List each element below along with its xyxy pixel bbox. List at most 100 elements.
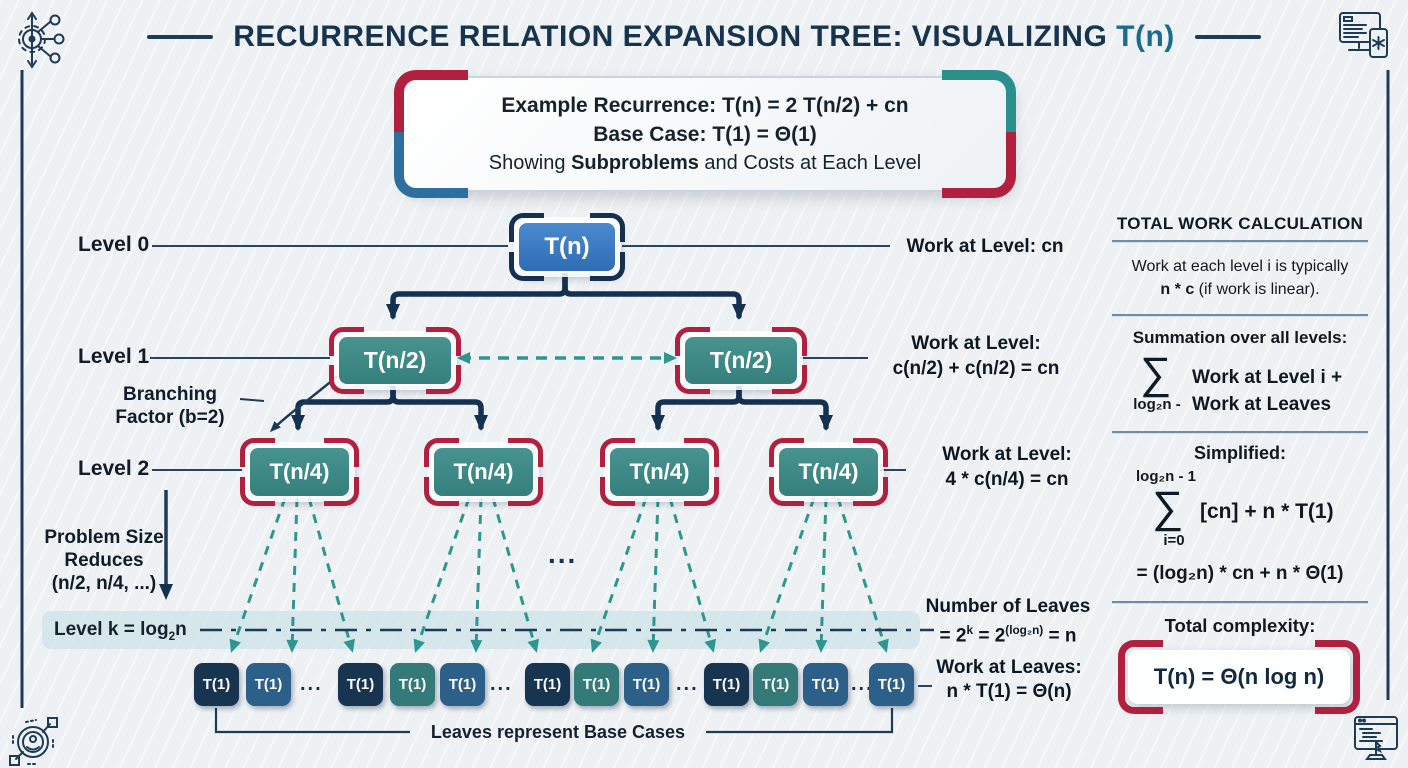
node-bracket: [675, 365, 710, 394]
title-right-dash: [1194, 35, 1261, 39]
node-bracket: [329, 327, 364, 356]
work-level-2: Work at Level: 4 * c(n/4) = cn: [912, 442, 1102, 492]
simplified-rest: + n * T(1): [1238, 500, 1334, 523]
header-corner-top-left: [394, 70, 468, 136]
leaf-label: T(1): [448, 676, 477, 693]
work-level-1: Work at Level: c(n/2) + c(n/2) = cn: [872, 331, 1080, 381]
page-title-text: RECURRENCE RELATION EXPANSION TREE: VISU…: [233, 20, 1117, 53]
number-of-leaves-formula: = 2k = 2(log₂n) = n: [922, 619, 1094, 648]
node-bracket: [590, 213, 625, 242]
panel-intro: Work at each level i is typically n * c …: [1104, 255, 1376, 301]
level-k-label: Level k = log2n: [54, 619, 187, 643]
leaf-label: T(1): [761, 676, 790, 693]
leaf-label: T(1): [346, 676, 375, 693]
level-1-label: Level 1: [78, 345, 150, 368]
level-2-label: Level 2: [78, 457, 150, 480]
sigma2-upper-limit: log₂n - 1: [1136, 468, 1196, 485]
work-level-0-label: Work at Level:: [906, 236, 1042, 257]
node-bracket: [329, 365, 364, 394]
panel-divider: [1112, 314, 1368, 317]
sigma2-symbol: ∑: [1152, 483, 1184, 532]
root-connectors: [386, 269, 746, 320]
leaf-node: T(1): [624, 663, 669, 706]
total-complexity-formula: T(n) = Θ(n log n): [1153, 664, 1325, 689]
page-title: RECURRENCE RELATION EXPANSION TREE: VISU…: [233, 20, 1175, 54]
work-at-leaves-title: Work at Leaves:: [936, 657, 1082, 678]
node-bracket: [509, 252, 544, 281]
formula-sup: k: [966, 624, 974, 637]
level-k-post: n: [175, 619, 187, 640]
work-at-leaves: Work at Leaves: n * T(1) = Θ(n): [925, 656, 1093, 704]
formula-part: = 2: [939, 625, 967, 647]
panel-title: TOTAL WORK CALCULATION: [1116, 214, 1364, 233]
leaf-ellipsis: ...: [851, 673, 874, 695]
panel-intro-rest: (if work is linear).: [1194, 281, 1320, 298]
leaf-label: T(1): [254, 676, 283, 693]
leaf-node: T(1): [338, 663, 383, 706]
summation-body: Work at Level i + Work at Leaves: [1192, 364, 1378, 418]
level-k-pre: Level k = log: [54, 619, 169, 640]
problem-size-line3: (n/2, n/4, ...): [51, 573, 157, 594]
recurrence-formula: Example Recurrence: T(n) = 2 T(n/2) + cn: [501, 93, 909, 117]
node-bracket: [426, 365, 461, 394]
summation-line2: Work at Leaves: [1192, 394, 1332, 415]
leaf-label: T(1): [202, 676, 231, 693]
summation-caption: Summation over all levels:: [1132, 328, 1348, 347]
leaf-node: T(1): [803, 663, 848, 706]
header-subtitle: Showing Subproblems and Costs at Each Le…: [489, 149, 921, 178]
subtitle-bold: Subproblems: [571, 151, 699, 174]
work-level-1-label: Work at Level:: [911, 333, 1041, 354]
work-level-2-value: 4 * c(n/4) = cn: [945, 469, 1069, 490]
leaf-node: T(1): [869, 663, 914, 706]
work-level-0: Work at Level: cn: [880, 234, 1090, 259]
branching-arrow: [239, 371, 343, 433]
leaf-label: T(1): [632, 676, 661, 693]
panel-divider: [1112, 601, 1368, 604]
leaf-node: T(1): [246, 663, 291, 706]
tree-node-l2-3-label: T(n/4): [629, 459, 690, 484]
tree-node-root-label: T(n): [544, 233, 590, 260]
formula-sup: (log₂n): [1005, 624, 1044, 637]
tree-node-l2-2: T(n/4): [424, 438, 543, 506]
header-corner-top-right: [942, 70, 1016, 136]
leaf-ellipsis: ...: [300, 673, 323, 695]
number-of-leaves-title: Number of Leaves: [925, 596, 1091, 617]
simplified-caption: Simplified:: [1193, 443, 1286, 463]
work-level-2-label: Work at Level:: [942, 444, 1072, 465]
branching-line2: Factor (b=2): [115, 407, 225, 428]
work-at-leaves-value: n * T(1) = Θ(n): [946, 681, 1072, 702]
sigma-symbol: ∑: [1140, 349, 1172, 398]
problem-size-note: Problem Size Reduces (n/2, n/4, ...): [40, 526, 168, 595]
problem-size-line1: Problem Size: [44, 527, 164, 548]
panel-divider: [1112, 240, 1368, 243]
simplified-body: [cn] + n * T(1): [1200, 500, 1360, 524]
leaves-caption: Leaves represent Base Cases: [430, 722, 686, 742]
header-corner-bottom-right: [942, 132, 1016, 198]
leaf-node: T(1): [390, 663, 435, 706]
level-0-label: Level 0: [78, 233, 150, 256]
node-bracket: [675, 327, 710, 356]
leaf-node: T(1): [440, 663, 485, 706]
monitor-code-icon: [1352, 714, 1402, 768]
number-of-leaves: Number of Leaves = 2k = 2(log₂n) = n: [922, 595, 1094, 648]
subtitle-pre: Showing: [488, 151, 572, 174]
leaf-label: T(1): [712, 676, 741, 693]
problem-size-line2: Reduces: [64, 550, 144, 571]
node-bracket: [772, 327, 807, 356]
page-title-row: RECURRENCE RELATION EXPANSION TREE: VISU…: [0, 20, 1408, 54]
formula-part: = n: [1043, 625, 1077, 647]
summation-line1: Work at Level i +: [1192, 367, 1343, 388]
work-level-0-value: cn: [1041, 236, 1064, 257]
title-left-dash: [147, 35, 214, 39]
leaf-label: T(1): [398, 676, 427, 693]
tree-ellipsis: ...: [548, 538, 578, 569]
tree-node-l2-2-label: T(n/4): [453, 459, 514, 484]
leaf-node: T(1): [194, 663, 239, 706]
panel-intro-line2: n * c (if work is linear).: [1104, 278, 1376, 301]
tree-node-l2-4-label: T(n/4): [798, 459, 859, 484]
tree-node-l1-left-label: T(n/2): [363, 347, 427, 373]
sigma-lower-limit: log₂n -: [1133, 396, 1181, 413]
result-corner: [1315, 677, 1360, 714]
subtitle-post: and Costs at Each Level: [698, 151, 922, 174]
